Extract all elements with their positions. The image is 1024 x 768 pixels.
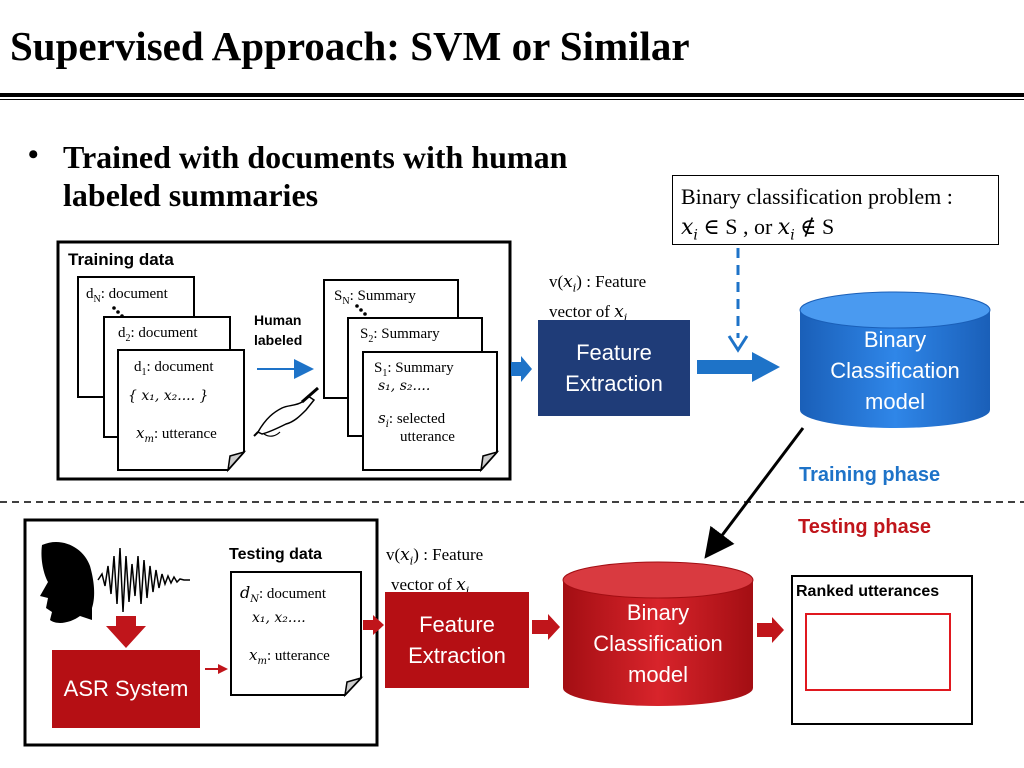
binary-model-cylinder-test [562,561,754,706]
model-to-ranked-arrow [757,617,784,643]
testing-to-fe-arrow [363,615,384,635]
testing-data-heading: Testing data [229,546,323,563]
sum-1-items: s₁, s₂.... [378,378,431,394]
binary-model-test-label: Binary Classification model [593,600,723,687]
training-to-fe-arrow [511,356,532,382]
doc-1-label: d1: document [134,359,214,378]
sum-1-label: S1: Summary [374,360,454,379]
slide-title: Supervised Approach: SVM or Similar [10,23,690,69]
doc-1-items: { x₁, x₂.... } [128,388,209,404]
bullet-line-2: labeled summaries [63,177,319,213]
training-data-heading: Training data [68,250,174,269]
feature-vector-test-label: v(xi) : Feature vector of xi [386,545,484,598]
binary-problem-line2: xi ∈ S , or xi ∉ S [681,212,998,250]
testing-doc-label: dN: document [240,583,327,605]
bullet-symbol: • [28,138,39,171]
title-rule-thin [0,99,1024,100]
fe-to-model-arrow-test [532,614,560,640]
math-notin-s: ∉ S [800,214,835,239]
feature-vector-train-label: v(xi) : Feature vector of xi [549,272,647,325]
testing-items: x₁, x₂.... [252,610,306,626]
doc-1-fold [226,450,247,473]
testing-utterance: xm: utterance [249,646,330,667]
testing-phase-label: Testing phase [798,516,931,538]
math-sub: i [693,227,698,244]
math-x-b: x [777,215,791,240]
bullet-line-1: Trained with documents with human [63,139,568,175]
sum-1-selected-2: utterance [400,429,455,445]
binary-problem-box: Binary classification problem : xi ∈ S ,… [672,175,999,245]
testing-doc-fold [343,676,364,698]
asr-system-box: ASR System [52,650,200,728]
ranked-inner-box [805,613,951,691]
bullet-text: Trained with documents with human labele… [63,138,683,214]
doc-n-label: dN: document [86,286,168,305]
human-labeled-text: Human labeled [254,312,303,348]
doc-2-label: d2: document [118,325,198,344]
math-in-s: ∈ S [703,214,738,239]
binary-problem-line1: Binary classification problem : [681,184,953,209]
binary-model-train-label: Binary Classification model [830,327,960,414]
model-transfer-arrow [704,427,805,559]
sum-1-fold [479,450,500,473]
fe-to-model-arrow [697,352,780,382]
speaking-head-icon [40,541,95,623]
math-sep: , or [737,214,778,239]
title-rule-thick [0,93,1024,97]
sum-2-label: S2: Summary [360,326,440,345]
audio-to-asr-arrow [106,616,146,648]
writing-hand-icon [253,386,319,437]
ranked-utterances-label: Ranked utterances [796,583,940,600]
math-sub-b: i [790,227,795,244]
training-phase-label: Training phase [799,464,941,486]
math-x: x [681,215,694,240]
doc-1-utterance: xm: utterance [136,424,217,445]
binary-model-cylinder-train [799,291,991,428]
sum-1-selected: si: selected [378,409,446,430]
sum-n-label: SN: Summary [334,288,416,307]
asr-to-testing-arrow [218,664,228,674]
sound-wave-icon [97,547,190,613]
